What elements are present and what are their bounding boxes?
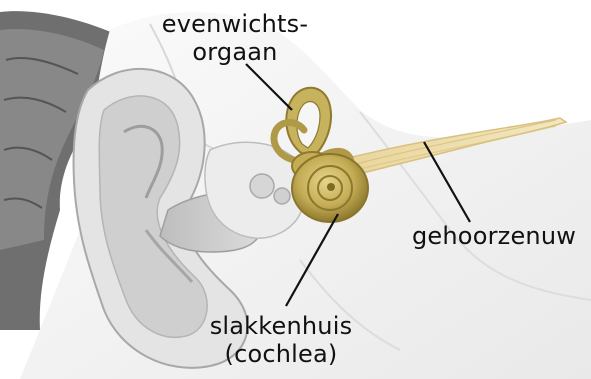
label-cochlea-line2: (cochlea): [206, 340, 356, 368]
label-cochlea: slakkenhuis (cochlea): [206, 312, 356, 368]
label-cochlea-line1: slakkenhuis: [206, 312, 356, 340]
label-auditory-nerve: gehoorzenuw: [412, 222, 576, 250]
label-vestibular-organ: evenwichts- orgaan: [156, 10, 314, 66]
cochlea: [292, 154, 368, 222]
label-vestibular-line1: evenwichts-: [162, 10, 308, 38]
label-vestibular-line2: orgaan: [156, 38, 314, 66]
